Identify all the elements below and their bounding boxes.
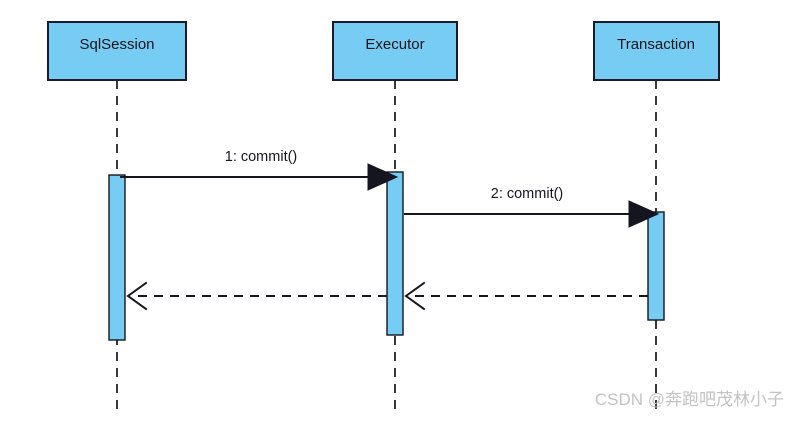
activation-rect-executor[interactable]: [386, 171, 404, 336]
message-1-arrowhead-icon: [367, 163, 399, 191]
message-2-commit[interactable]: 2: commit(): [404, 186, 660, 228]
participant-transaction[interactable]: Transaction: [593, 21, 720, 81]
participant-box-transaction[interactable]: [593, 21, 720, 81]
activation-rect-transaction[interactable]: [647, 211, 665, 321]
participant-executor[interactable]: Executor: [332, 21, 458, 81]
activation-rect-sqlsession[interactable]: [108, 174, 126, 341]
participant-box-executor[interactable]: [332, 21, 458, 81]
return-1-arrowhead-icon: [404, 281, 426, 311]
participant-box-sqlsession[interactable]: [47, 21, 187, 81]
return-message-executor-to-sqlsession[interactable]: [126, 281, 387, 311]
participant-label-transaction: Transaction: [617, 36, 695, 53]
return-2-arrowhead-icon: [126, 281, 148, 311]
message-2-label: 2: commit(): [491, 186, 564, 202]
return-message-transaction-to-executor[interactable]: [404, 281, 648, 311]
participant-label-sqlsession: SqlSession: [79, 36, 154, 53]
message-2-arrowhead-icon: [628, 200, 660, 228]
participant-sqlsession[interactable]: SqlSession: [47, 21, 187, 81]
participant-label-executor: Executor: [365, 36, 424, 53]
activation-bar-transaction[interactable]: [647, 211, 665, 321]
message-1-label: 1: commit(): [225, 149, 298, 165]
watermark-label: CSDN @奔跑吧茂林小子: [595, 390, 784, 409]
activation-bar-sqlsession[interactable]: [108, 174, 126, 341]
message-1-commit[interactable]: 1: commit(): [120, 149, 399, 191]
activation-bar-executor[interactable]: [386, 171, 404, 336]
